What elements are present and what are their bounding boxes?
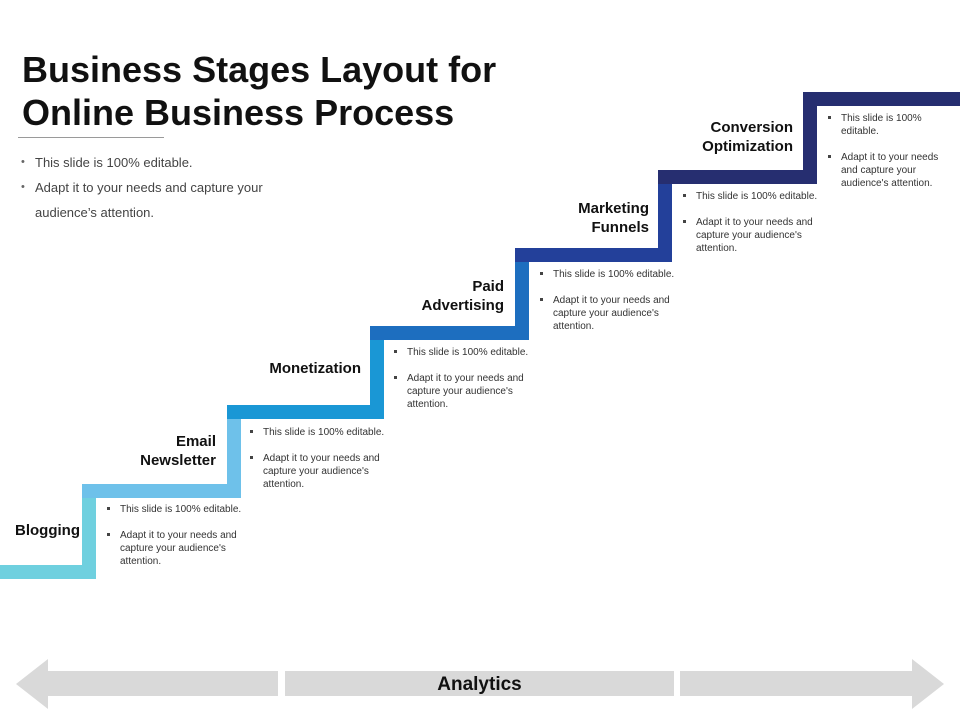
step-tread-monetization: [227, 405, 384, 419]
stage-label-line: Conversion: [710, 119, 793, 136]
analytics-arrow-left-head: [16, 659, 278, 709]
stage-label-line: Marketing: [578, 200, 649, 217]
slide-title-line-2: Online Business Process: [22, 92, 455, 133]
stage-note-bullet: Adapt it to your needs and capture your …: [540, 294, 685, 333]
step-riser-email-newsletter: [227, 405, 241, 498]
stage-note-bullet: This slide is 100% editable.: [683, 190, 828, 203]
step-riser-conversion-optimization: [803, 92, 817, 184]
stage-note: This slide is 100% editable. Adapt it to …: [107, 503, 252, 568]
staircase-steps: [0, 92, 960, 579]
analytics-arrow-right-head: [680, 659, 944, 709]
intro-bullet: Adapt it to your needs and capture your …: [20, 175, 320, 225]
step-tread-top: [803, 92, 960, 106]
stage-label-line: Email: [175, 433, 216, 450]
title-divider: [18, 137, 164, 138]
stage-label-line: Funnels: [591, 219, 649, 236]
stage-note-bullet: Adapt it to your needs and capture your …: [250, 452, 395, 491]
stage-note: This slide is 100% editable. Adapt it to …: [250, 426, 395, 491]
stage-label-line: Advertising: [421, 297, 504, 314]
intro-bullets: This slide is 100% editable. Adapt it to…: [20, 150, 320, 225]
step-tread-paid-advertising: [370, 326, 529, 340]
step-tread-email-newsletter: [82, 484, 241, 498]
slide-title-line-1: Business Stages Layout for: [22, 49, 497, 90]
stage-note-bullet: Adapt it to your needs and capture your …: [107, 529, 252, 568]
stage-label-line: Blogging: [15, 522, 80, 539]
step-riser-paid-advertising: [515, 248, 529, 340]
stage-label-line: Newsletter: [140, 452, 216, 469]
stage-note: This slide is 100% editable. Adapt it to …: [828, 112, 953, 190]
stage-note-bullet: Adapt it to your needs and capture your …: [683, 216, 828, 255]
stage-note-bullet: Adapt it to your needs and capture your …: [828, 151, 953, 190]
stage-note-bullet: This slide is 100% editable.: [828, 112, 953, 138]
stage-note-bullet: This slide is 100% editable.: [394, 346, 539, 359]
analytics-label: Analytics: [285, 671, 674, 696]
step-tread-blogging: [0, 565, 96, 579]
step-riser-monetization: [370, 326, 384, 419]
step-tread-conversion-optimization: [658, 170, 817, 184]
stage-note-bullet: Adapt it to your needs and capture your …: [394, 372, 539, 411]
intro-bullet: This slide is 100% editable.: [20, 150, 320, 175]
stage-note: This slide is 100% editable. Adapt it to …: [540, 268, 685, 333]
stage-label: Blogging: [15, 521, 80, 540]
stage-label: Monetization: [269, 359, 361, 378]
step-tread-marketing-funnels: [515, 248, 672, 262]
stage-label-line: Paid: [472, 278, 504, 295]
stage-note-bullet: This slide is 100% editable.: [540, 268, 685, 281]
stage-label-line: Optimization: [702, 138, 793, 155]
analytics-arrow: [16, 659, 944, 709]
step-riser-blogging: [82, 484, 96, 579]
stage-label-line: Monetization: [269, 360, 361, 377]
stage-note-bullet: This slide is 100% editable.: [107, 503, 252, 516]
stage-note: This slide is 100% editable. Adapt it to …: [683, 190, 828, 255]
slide-title: Business Stages Layout for Online Busine…: [22, 48, 582, 134]
stage-note-bullet: This slide is 100% editable.: [250, 426, 395, 439]
step-riser-marketing-funnels: [658, 170, 672, 262]
stage-note: This slide is 100% editable. Adapt it to …: [394, 346, 539, 411]
